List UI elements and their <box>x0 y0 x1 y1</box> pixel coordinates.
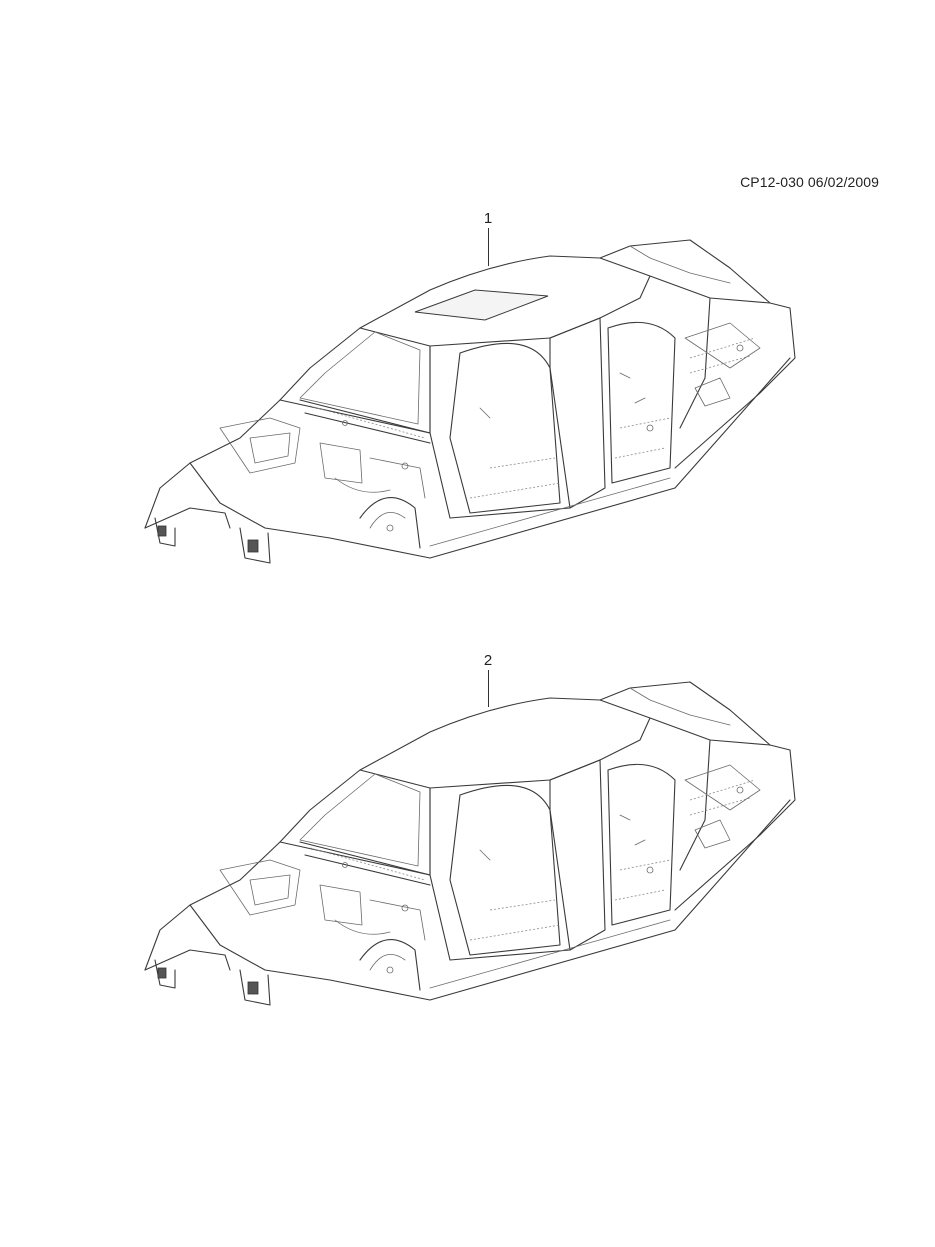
car-body-shell-sunroof-drawing <box>144 239 796 564</box>
callout-leader-2 <box>488 670 489 707</box>
callout-number-2: 2 <box>483 652 493 669</box>
callout-leader-1 <box>488 228 489 266</box>
callout-number-1: 1 <box>483 210 493 227</box>
car-body-shell-drawing <box>144 681 796 1006</box>
document-reference: CP12-030 06/02/2009 <box>740 174 879 190</box>
